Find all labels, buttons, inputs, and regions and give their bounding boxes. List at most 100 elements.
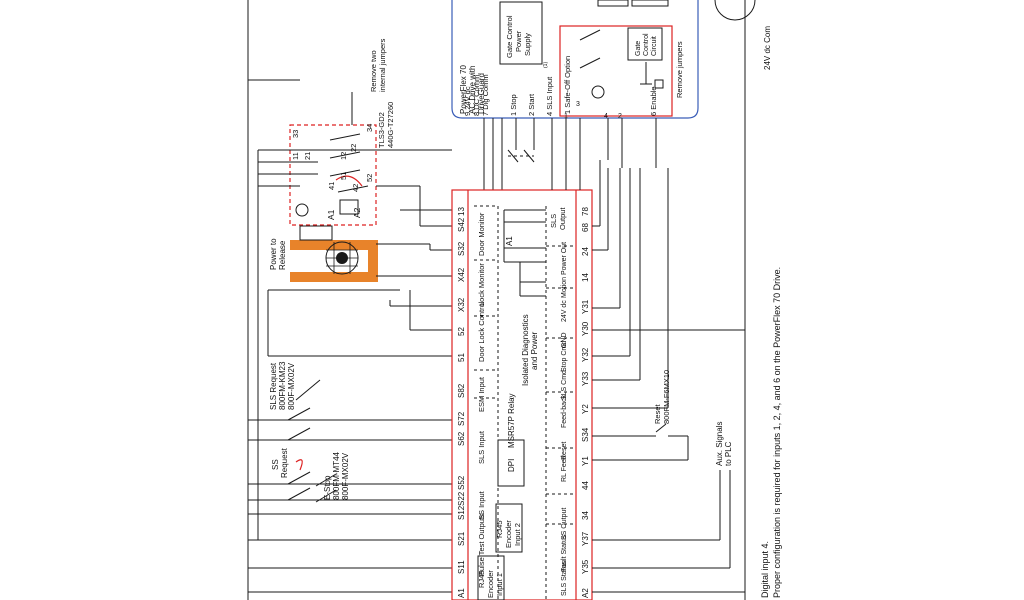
relay-top-terminal-9: 51 [457,353,466,362]
relay-bottom-terminal-5: Y1 [581,456,590,466]
relay-terminals: A1S11S21S12S22S52S62S72S825152X32X42S32S… [457,207,590,598]
gate-supply-label: Gate Control Power Supply [505,15,532,58]
relay-bottom-group-1: Fault Status [561,534,568,572]
com-label: 24V dc Com [763,26,772,70]
relay-labels: MSR57P Relay RJ45 Encoder Input 1 RJ45 E… [477,207,567,598]
enc2-line-1: RJ45 [495,520,504,538]
right-wiring [551,160,745,593]
contact-52: 52 [365,174,374,182]
power-release-line-1: Power to [269,238,278,270]
drive-terminal-1: 1 Stop [509,94,518,116]
interlock-switch: 33 34 11 21 12 22 41 51 42 52 A1 A2 TLS3… [289,38,395,226]
gate-supply-box [499,1,543,65]
relay-bottom-terminal-14: 68 [581,223,590,232]
relay-bottom-terminal-8: Y33 [581,371,590,386]
relay-top-group-2: SLS Input [477,430,486,464]
ss-request-line-2: Request [280,447,289,478]
relay-top-terminal-5: S52 [457,475,466,490]
relay-top-terminal-6: S62 [457,431,466,446]
relay-top-group-4: Door Lock Control [477,301,486,362]
remove-note-line-2: internal jumpers [378,38,387,92]
relay-top-group-6: Door Monitor [477,212,486,256]
relay-top-terminal-11: X32 [457,297,466,312]
drive-terminal-2: 2 Start [527,93,536,116]
relay-a1: A1 [505,236,514,246]
drive-footnote: (1) [543,62,549,68]
relay-top-terminal-13: S32 [457,241,466,256]
ss-request-line-1: SS [271,459,280,470]
switch-indicator [295,203,309,217]
msr57p-relay [451,189,593,600]
estop-line-1: E-Stop [323,475,332,500]
note-line-2: Proper configuration is required for inp… [772,267,782,598]
estop-line-2: 800FM-MT44 [332,451,341,500]
contact-42: 42 [351,184,360,192]
gate-circuit-box [627,27,663,61]
relay-bottom-terminal-9: Y32 [581,347,590,362]
contact-41: 41 [327,182,336,190]
safe-off-pin-4: 4 [604,113,608,120]
contact-11: 11 [291,152,300,160]
gate-circuit-line-3: Circuit [651,36,658,56]
safe-off-pin-3: 3 [576,101,580,108]
relay-bottom-group-6: SLS Cmd [561,370,568,400]
enc1-line-2: Encoder [486,570,495,598]
relay-bottom-terminal-10: Y30 [581,321,590,336]
relay-name: MSR57P Relay [507,393,516,448]
relay-bottom-terminal-2: Y37 [581,531,590,546]
drive-title-line-1: PowerFlex 70 [459,65,468,114]
reset-line-2: 800FM-F6MX10 [662,370,671,424]
switch-model-line-2: 440G-T27260 [386,102,395,148]
remove-jumpers-label: Remove jumpers [675,41,684,98]
relay-bottom-group-10: Motion Power Out [561,242,568,298]
relay-outline [451,189,593,600]
sls-request-line-2: 800FM-KM23 [278,361,287,410]
relay-top-terminal-12: X42 [457,267,466,282]
iso-line-1: Isolated Diagnostics [521,314,530,386]
enc1-label: RJ45 Encoder Input 1 [477,570,504,598]
relay-bottom-group-5: Feed-back [561,394,568,428]
aux-signals-label: Aux. Signals to PLC [715,422,733,466]
relay-bottom-terminal-15: 78 [581,207,590,216]
enable-label: 6 Enable [649,86,658,116]
relay-bottom-terminal-11: Y31 [581,299,590,314]
safe-off-option [559,25,673,117]
ss-pushbutton-icon [295,459,303,471]
switch-outline [289,124,377,226]
ss-request-label: SS Request [271,447,289,478]
switch-contacts [300,133,369,193]
sls-request-line-3: 800F-MX02V [287,362,296,410]
aux-line-2: to PLC [724,441,733,466]
drive-terminal-4: 4 SLS Input [545,76,554,116]
sls-output-line-2: Output [558,207,567,230]
drive-terminals: 9 24V dc 8 DC Comm 7 Dig Comm [463,74,490,116]
drive-terminal-8: 8 DC Comm [472,75,481,116]
relay-bottom-terminal-13: 24 [581,247,590,256]
sls-output-line-1: SLS [549,214,558,228]
actuator-bar-bottom [290,272,378,282]
relay-bottom-group-4: Reset [561,442,568,460]
relay-top-group-0: Pulse Test Outputs [477,513,486,576]
drive-title-line-3: DriveGuard [477,73,486,114]
reset-line-1: Reset [653,403,662,424]
power-release-line-2: Release [278,240,287,270]
relay-bottom-terminal-1: Y35 [581,559,590,574]
gate-supply-line-3: Supply [523,33,532,56]
contact-22: 22 [349,144,358,152]
door-lock-actuator: Power to Release [269,225,378,282]
relay-top-group-1: SS Input [477,490,486,520]
relay-top-terminal-0: A1 [457,588,466,598]
sls-switch-icon [295,379,321,401]
relay-bottom-terminal-4: 44 [581,481,590,490]
remove-internal-jumpers-note: Remove two internal jumpers [369,38,387,92]
relay-bottom-terminal-12: 14 [581,273,590,282]
contact-34: 34 [365,124,374,132]
relay-bottom-terminal-7: Y2 [581,404,590,414]
relay-top-terminal-7: S72 [457,411,466,426]
safe-off-pin-1: 1 [564,113,568,120]
rj45-encoder-2 [495,503,523,553]
contact-a1: A1 [326,209,336,220]
